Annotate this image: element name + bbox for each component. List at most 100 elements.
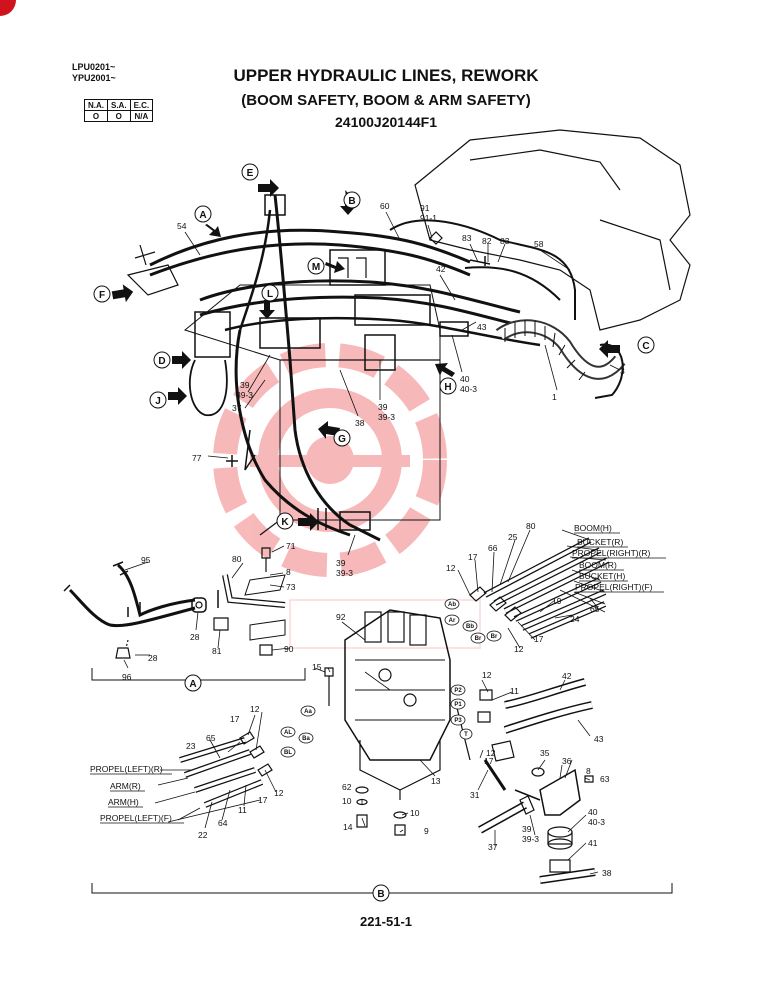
view-label-m: M <box>312 262 320 273</box>
part-8-view-b: 8 <box>586 766 591 776</box>
port-label-ar: Ar <box>449 618 456 624</box>
part-82: 82 <box>482 236 492 246</box>
port-label-br-2: Br <box>491 634 498 640</box>
part-42-upper: 42 <box>436 264 446 274</box>
part-91-1: 91-1 <box>420 213 437 223</box>
part-28-b: 28 <box>148 653 158 663</box>
applicability-table: N.A. S.A. E.C. O O N/A <box>84 99 154 122</box>
line-label-propel-right-r: PROPEL(RIGHT)(R) <box>572 548 651 558</box>
part-43-upper: 43 <box>477 322 487 332</box>
part-25: 25 <box>508 532 518 542</box>
line-label-propel-left-r: PROPEL(LEFT)(R) <box>90 764 163 774</box>
part-83: 83 <box>462 233 472 243</box>
part-17-mid: 17 <box>534 634 544 644</box>
part-14: 14 <box>343 822 353 832</box>
part-66: 66 <box>488 543 498 553</box>
port-label-circles <box>280 598 502 758</box>
part-81: 81 <box>212 646 222 656</box>
part-83-b: 83 <box>500 236 510 246</box>
line-label-boom-r: BOOM(R) <box>579 560 617 570</box>
line-label-propel-right-f: PROPEL(RIGHT)(F) <box>575 582 653 592</box>
part-39-3-view-b: 39-3 <box>522 834 539 844</box>
part-91: 91 <box>420 203 430 213</box>
part-39-view-b: 39 <box>522 824 532 834</box>
part-19: 19 <box>552 596 562 606</box>
part-12-left-low: 12 <box>274 788 284 798</box>
part-17-left-low: 17 <box>258 795 268 805</box>
port-label-bb: Bb <box>466 624 474 630</box>
part-65-left: 65 <box>206 733 216 743</box>
part-39-3-left: 39-3 <box>236 390 253 400</box>
part-10-left: 10 <box>342 796 352 806</box>
part-38-lower: 38 <box>602 868 612 878</box>
serial-range: LPU0201~ YPU2001~ <box>72 62 116 84</box>
drawing-number: 24100J20144F1 <box>335 114 437 130</box>
line-label-boom-h: BOOM(H) <box>574 523 612 533</box>
view-label-f: F <box>99 290 105 301</box>
upper-assembly-drawing <box>126 129 691 542</box>
line-name-underlines <box>90 532 666 824</box>
part-22: 22 <box>198 830 208 840</box>
part-43-lower: 43 <box>594 734 604 744</box>
part-95: 95 <box>141 555 151 565</box>
part-41: 41 <box>588 838 598 848</box>
part-65-right: 65 <box>590 604 600 614</box>
part-77: 77 <box>192 453 202 463</box>
line-name-labels: BOOM(H) BUCKET(R) PROPEL(RIGHT)(R) BOOM(… <box>90 523 653 823</box>
view-label-d: D <box>158 356 165 367</box>
part-12-right: 12 <box>482 670 492 680</box>
part-39-left: 39 <box>240 380 250 390</box>
line-label-bucket-h: BUCKET(H) <box>579 571 625 581</box>
part-60: 60 <box>380 201 390 211</box>
page-title: UPPER HYDRAULIC LINES, REWORK <box>233 66 539 85</box>
part-13: 13 <box>431 776 441 786</box>
part-80-view-a: 80 <box>232 554 242 564</box>
part-3: 3 <box>620 366 625 376</box>
applicability-value-ec: N/A <box>129 110 154 122</box>
part-9: 9 <box>424 826 429 836</box>
part-80-view-b: 80 <box>526 521 536 531</box>
port-label-aa: Aa <box>304 709 312 715</box>
port-label-br: Br <box>475 636 482 642</box>
part-12-low: 12 <box>486 748 496 758</box>
part-17-low: 17 <box>484 756 494 766</box>
part-40-3-upper: 40-3 <box>460 384 477 394</box>
line-label-arm-h: ARM(H) <box>108 797 139 807</box>
part-23: 23 <box>186 741 196 751</box>
part-35: 35 <box>540 748 550 758</box>
part-31: 31 <box>470 790 480 800</box>
part-8-view-a: 8 <box>286 567 291 577</box>
part-39-3-upper: 39-3 <box>378 412 395 422</box>
port-label-t: T <box>464 732 468 738</box>
part-73: 73 <box>286 582 296 592</box>
part-90: 90 <box>284 644 294 654</box>
part-12-left: 12 <box>250 704 260 714</box>
part-1: 1 <box>552 392 557 402</box>
view-label-g: G <box>338 434 346 445</box>
view-section-label-b: B <box>377 889 384 900</box>
serial-line-2: YPU2001~ <box>72 73 116 83</box>
view-label-b: B <box>348 196 355 207</box>
page-number: 221-51-1 <box>359 914 413 929</box>
part-11-right: 11 <box>510 686 519 696</box>
view-label-l: L <box>267 289 273 300</box>
part-92: 92 <box>336 612 346 622</box>
leader-lines <box>123 211 621 875</box>
view-b-drawing <box>91 537 673 894</box>
part-38-upper: 38 <box>355 418 365 428</box>
applicability-value-row: O O N/A <box>84 110 154 122</box>
applicability-value-na: O <box>84 110 108 122</box>
view-label-circles <box>93 163 655 902</box>
view-label-a: A <box>199 210 206 221</box>
applicability-header-row: N.A. S.A. E.C. <box>84 99 154 111</box>
view-label-h: H <box>444 382 451 393</box>
part-12-top: 12 <box>446 563 456 573</box>
line-label-arm-r: ARM(R) <box>110 781 141 791</box>
line-label-bucket-r: BUCKET(R) <box>577 537 623 547</box>
port-label-ba: Ba <box>302 736 310 742</box>
part-58: 58 <box>534 239 544 249</box>
view-label-e: E <box>247 168 254 179</box>
page-subtitle: (BOOM SAFETY, BOOM & ARM SAFETY) <box>241 92 531 109</box>
part-15: 15 <box>312 662 322 672</box>
part-40-upper: 40 <box>460 374 470 384</box>
